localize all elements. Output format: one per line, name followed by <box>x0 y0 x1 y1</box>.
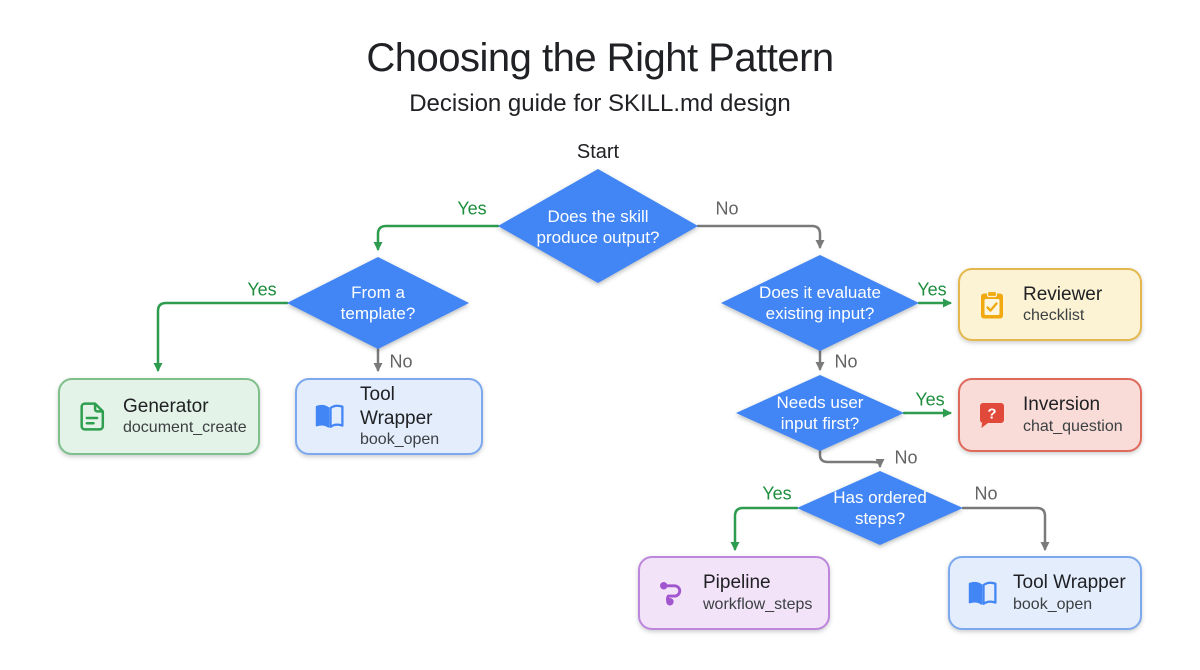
pattern-box-generator: Generator document_create <box>58 378 260 455</box>
edge-from-template-yes <box>153 301 289 372</box>
pattern-tool: book_open <box>1013 595 1093 613</box>
decision-evaluate-input-label: Does it evaluate existing input? <box>725 282 915 325</box>
book-open-icon <box>964 575 1000 611</box>
edge-label-no: No <box>974 483 998 504</box>
pattern-box-inversion: ? Inversion chat_question <box>958 378 1142 452</box>
decision-user-input <box>736 375 904 451</box>
edge-label-yes: Yes <box>247 279 277 300</box>
svg-text:?: ? <box>987 406 996 423</box>
decision-line: produce output? <box>536 228 660 247</box>
clipboard-check-icon <box>974 287 1010 323</box>
edge-produce-output-yes <box>373 224 500 251</box>
pattern-tool: book_open <box>360 431 440 449</box>
decision-ordered-steps-label: Has ordered steps? <box>785 487 975 530</box>
decision-line: Does it evaluate <box>759 282 881 302</box>
edge-label-no: No <box>715 198 739 219</box>
pattern-box-pipeline: Pipeline workflow_steps <box>638 556 830 630</box>
decision-from-template-label: From a template? <box>283 282 473 325</box>
edge-label-yes: Yes <box>917 279 947 300</box>
edge-produce-output-no <box>696 224 825 249</box>
decision-from-template <box>287 257 469 349</box>
pattern-tool: chat_question <box>1023 417 1123 435</box>
decision-line: template? <box>340 304 416 323</box>
pattern-box-tool-wrapper-right: Tool Wrapper book_open <box>948 556 1142 630</box>
pattern-tool: workflow_steps <box>703 595 813 613</box>
decision-line: Has ordered <box>833 487 927 507</box>
decision-evaluate-input <box>721 255 919 351</box>
edge-label-no: No <box>894 447 918 468</box>
pattern-box-tool-wrapper-left: Tool Wrapper book_open <box>295 378 483 455</box>
decision-line: Does the skill <box>547 206 649 226</box>
pattern-name: Tool Wrapper <box>1013 572 1126 594</box>
decision-line: input first? <box>780 414 860 433</box>
decision-produce-output-label: Does the skill produce output? <box>503 206 693 249</box>
pattern-tool: document_create <box>123 419 247 437</box>
start-label: Start <box>576 141 620 163</box>
decision-ordered-steps <box>797 471 963 545</box>
edge-label-yes: Yes <box>457 198 487 219</box>
pattern-name: Generator <box>123 395 209 417</box>
decision-line: steps? <box>854 509 906 528</box>
page-title: Choosing the Right Pattern <box>366 36 834 80</box>
chat-question-icon: ? <box>974 397 1010 433</box>
edge-ordered-steps-yes <box>730 506 799 551</box>
pattern-name: Pipeline <box>703 572 771 594</box>
edge-label-yes: Yes <box>915 389 945 410</box>
pattern-name: Reviewer <box>1023 283 1103 305</box>
decision-produce-output <box>498 169 698 283</box>
edge-label-no: No <box>834 351 858 372</box>
edge-label-no: No <box>389 351 413 372</box>
book-open-icon <box>311 399 347 435</box>
decision-line: From a <box>351 282 405 302</box>
edge-ordered-steps-no <box>961 506 1050 551</box>
edge-label-yes: Yes <box>762 483 792 504</box>
pattern-box-reviewer: Reviewer checklist <box>958 268 1142 341</box>
pattern-name: Inversion <box>1023 394 1101 416</box>
pattern-tool: checklist <box>1023 307 1085 325</box>
decision-line: Needs user <box>776 392 864 412</box>
workflow-icon <box>654 575 690 611</box>
document-icon <box>74 399 110 435</box>
decision-line: existing input? <box>765 304 875 323</box>
edge-user-input-no <box>818 449 885 468</box>
pattern-name: Tool Wrapper <box>360 383 433 429</box>
decision-user-input-label: Needs user input first? <box>725 392 915 435</box>
page-subtitle: Decision guide for SKILL.md design <box>409 90 791 117</box>
